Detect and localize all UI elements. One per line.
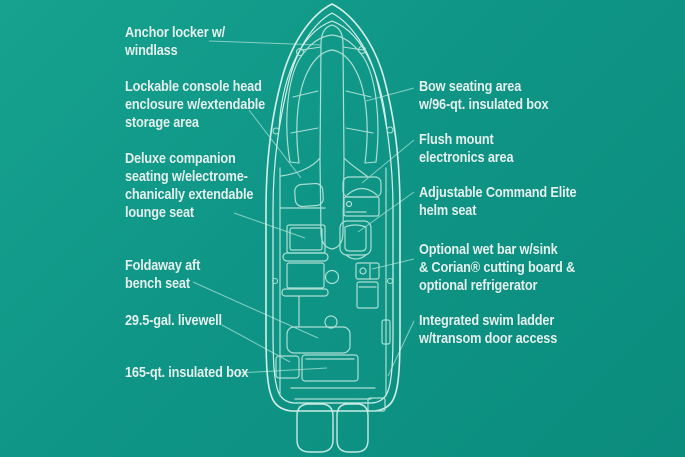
livewell-tank: [275, 355, 300, 379]
helm-console: [342, 176, 382, 217]
aft-fitting-starboard: [386, 277, 394, 285]
leader-line-foldaway-bench: [192, 281, 319, 339]
leader-line-console-head: [248, 109, 302, 179]
refrigerator: [356, 281, 379, 309]
leader-line-bow-seating: [365, 87, 415, 102]
leader-line-anchor-locker: [208, 40, 322, 46]
anchor-locker-strip: [319, 24, 345, 250]
label-livewell: 29.5-gal. livewell: [125, 312, 222, 329]
label-swim-ladder: Integrated swim ladder w/transom door ac…: [419, 312, 558, 347]
aft-bench-seat: [286, 315, 351, 354]
bow-bench-cushion-seams: [289, 46, 377, 164]
deck-hatch: [324, 269, 340, 285]
label-flush-mount: Flush mount electronics area: [419, 131, 514, 166]
label-anchor-locker: Anchor locker w/ windlass: [125, 24, 226, 59]
swim-ladder-stowed: [381, 319, 391, 345]
bow-bench-outer: [286, 34, 379, 163]
gunwale-sweep-port: [280, 157, 321, 177]
bow-cleat-starboard: [357, 45, 367, 55]
label-insulated-box-165: 165-qt. insulated box: [125, 364, 249, 381]
label-console-head: Lockable console head enclosure w/extend…: [125, 78, 266, 131]
command-elite-helm-seat: [339, 220, 372, 260]
companion-lounge-seat: [281, 224, 329, 327]
insulated-box: [301, 354, 359, 382]
wet-bar-module: [355, 262, 380, 309]
port-outboard-engine: [296, 403, 334, 453]
leader-line-flush-mount: [361, 139, 415, 184]
hull-inner-outline: [272, 12, 394, 404]
label-wet-bar: Optional wet bar w/sink & Corian® cuttin…: [419, 241, 576, 294]
leader-line-insulated-box: [237, 367, 328, 374]
label-bow-seating: Bow seating area w/96-qt. insulated box: [419, 78, 549, 113]
bow-bench-inner: [296, 49, 368, 164]
outboard-engines: [296, 403, 369, 453]
sink-basin: [359, 267, 367, 275]
deck-details: [271, 24, 394, 412]
console-head-enclosure: [294, 182, 324, 208]
gunwale-fitting-starboard: [386, 126, 394, 134]
hull-sheer-line: [278, 20, 388, 131]
bow-cleat-port: [295, 47, 305, 57]
aft-fitting-port: [271, 277, 279, 285]
leader-line-companion-seating: [233, 212, 306, 239]
transom-lines: [290, 387, 376, 400]
label-companion-seating: Deluxe companion seating w/electrome- ch…: [125, 150, 254, 221]
label-helm-seat: Adjustable Command Elite helm seat: [419, 184, 577, 219]
label-foldaway-bench: Foldaway aft bench seat: [125, 257, 201, 292]
deck-fittings: [271, 45, 394, 285]
swim-platform-bracket: [367, 397, 386, 412]
gunwale-sweep-starboard: [343, 157, 369, 178]
starboard-outboard-engine: [336, 403, 369, 453]
gunwale-fitting-port: [272, 127, 280, 135]
